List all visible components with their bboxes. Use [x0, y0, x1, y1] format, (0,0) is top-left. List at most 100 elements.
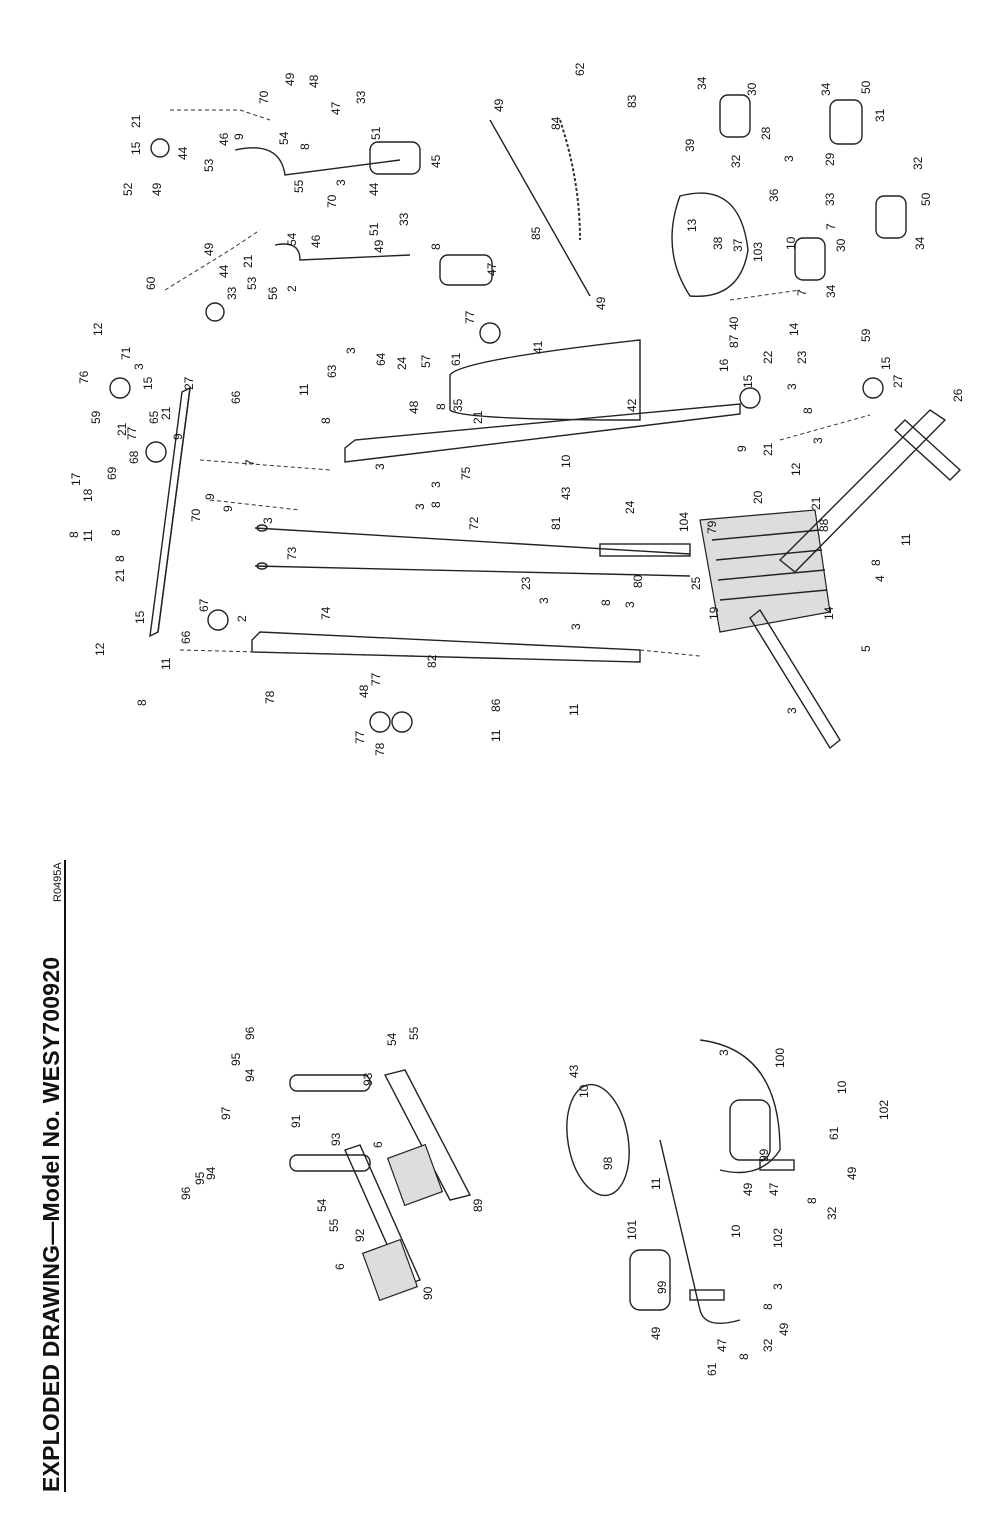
- callout: 43: [567, 1064, 581, 1078]
- callout: 51: [367, 222, 381, 236]
- callout: 50: [919, 192, 933, 206]
- bench-attachment-parts: [289, 1069, 472, 1302]
- callout: 54: [285, 232, 299, 246]
- callout: 25: [689, 576, 703, 590]
- callout: 61: [705, 1362, 719, 1376]
- callout: 47: [329, 101, 343, 115]
- callout: 2: [235, 615, 249, 622]
- callout: 55: [407, 1026, 421, 1040]
- callout: 97: [219, 1106, 233, 1120]
- callout: 86: [489, 698, 503, 712]
- callout: 7: [824, 223, 838, 230]
- callout: 21: [761, 442, 775, 456]
- callout: 3: [429, 481, 443, 488]
- callout: 17: [69, 472, 83, 486]
- callout: 74: [319, 606, 333, 620]
- callout: 7: [795, 289, 809, 296]
- callout: 21: [113, 568, 127, 582]
- callout: 47: [485, 262, 499, 276]
- callout: 8: [135, 699, 149, 706]
- chain-84: [559, 119, 581, 241]
- callout: 32: [825, 1206, 839, 1220]
- callout: 85: [529, 226, 543, 240]
- callout: 8: [113, 555, 127, 562]
- callout: 66: [229, 390, 243, 404]
- callout: 3: [782, 155, 796, 162]
- callout: 55: [327, 1218, 341, 1232]
- callout: 21: [471, 410, 485, 424]
- callout: 51: [369, 126, 383, 140]
- callout: 54: [385, 1032, 399, 1046]
- callout: 37: [731, 238, 745, 252]
- callout: 48: [307, 74, 321, 88]
- callout: 3: [344, 347, 358, 354]
- callout: 8: [67, 531, 81, 538]
- callout: 45: [429, 154, 443, 168]
- callout: 12: [789, 462, 803, 476]
- callout: 70: [189, 508, 203, 522]
- callout: 42: [625, 398, 639, 412]
- callout: 96: [179, 1186, 193, 1200]
- callout: 49: [741, 1182, 755, 1196]
- callout: 78: [373, 742, 387, 756]
- press-arms-46: [234, 147, 411, 261]
- callout: 8: [801, 407, 815, 414]
- callout: 91: [289, 1114, 303, 1128]
- callout: 10: [559, 454, 573, 468]
- callout: 33: [397, 212, 411, 226]
- callout: 72: [467, 516, 481, 530]
- callout: 94: [243, 1068, 257, 1082]
- callout: 3: [623, 601, 637, 608]
- callout: 96: [243, 1026, 257, 1040]
- callout: 19: [707, 606, 721, 620]
- callout: 33: [225, 286, 239, 300]
- callout: 94: [204, 1166, 218, 1180]
- callout: 82: [425, 654, 439, 668]
- callout: 10: [577, 1084, 591, 1098]
- callout: 80: [631, 574, 645, 588]
- weight-selector-rod-80: [599, 543, 691, 557]
- callout: 99: [655, 1280, 669, 1294]
- callout: 32: [761, 1338, 775, 1352]
- callout: 77: [125, 426, 139, 440]
- callout: 92: [353, 1228, 367, 1242]
- callout: 44: [217, 264, 231, 278]
- weight-stack-25: [699, 509, 831, 633]
- callout: 46: [217, 132, 231, 146]
- callout: 3: [373, 463, 387, 470]
- callout: 38: [711, 236, 725, 250]
- bar-85: [489, 119, 591, 297]
- callout: 8: [109, 529, 123, 536]
- callout: 69: [105, 466, 119, 480]
- callout: 8: [737, 1353, 751, 1360]
- callouts: 21 15 52 49 44 53 9 46 70 49 48 47 33 54…: [67, 62, 965, 1376]
- callout: 6: [371, 1141, 385, 1148]
- callout: 8: [805, 1197, 819, 1204]
- callout: 49: [492, 98, 506, 112]
- callout: 47: [767, 1182, 781, 1196]
- callout: 50: [859, 80, 873, 94]
- callout: 70: [257, 90, 271, 104]
- callout: 3: [717, 1049, 731, 1056]
- callout: 59: [859, 328, 873, 342]
- callout: 23: [795, 350, 809, 364]
- callout: 7: [243, 459, 257, 466]
- callout: 29: [823, 152, 837, 166]
- callout: 3: [334, 179, 348, 186]
- callout: 44: [176, 146, 190, 160]
- callout: 21: [129, 114, 143, 128]
- top-frame-beam: [149, 386, 191, 638]
- callout: 57: [419, 354, 433, 368]
- callout: 68: [127, 450, 141, 464]
- callout: 24: [395, 356, 409, 370]
- callout: 49: [202, 242, 216, 256]
- callout: 11: [567, 703, 581, 716]
- callout: 30: [745, 82, 759, 96]
- callout: 93: [329, 1132, 343, 1146]
- callout: 3: [537, 597, 551, 604]
- callout: 67: [197, 598, 211, 612]
- callout: 70: [325, 194, 339, 208]
- callout: 12: [91, 322, 105, 336]
